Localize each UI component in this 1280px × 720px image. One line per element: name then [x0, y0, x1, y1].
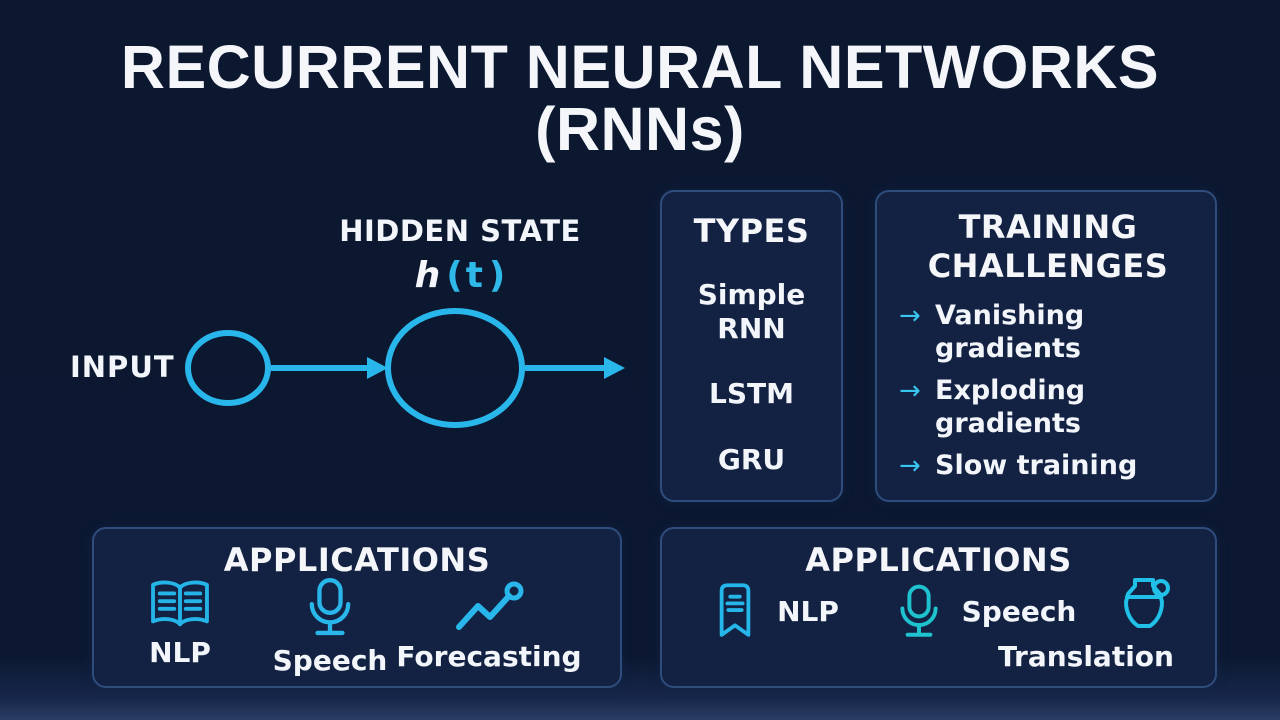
paren-close: ) [488, 255, 506, 296]
list-item: → Exploding gradients [899, 375, 1197, 441]
type-item-gru: GRU [717, 442, 786, 476]
challenge-vanishing-gradients: Vanishing gradients [935, 300, 1085, 364]
hidden-state-formula: h(t) [330, 255, 590, 296]
list-item: → Vanishing gradients [899, 300, 1197, 366]
vase-icon [1124, 578, 1170, 628]
arrow-bullet-icon: → [899, 301, 921, 332]
page-title-line2: (RNNs) [535, 95, 745, 164]
app-label-translation: Translation [998, 640, 1174, 673]
app-label-speech: Speech [272, 644, 388, 677]
types-panel: TYPES Simple RNN LSTM GRU [660, 190, 843, 502]
app-label-nlp: NLP [777, 595, 839, 628]
type-item-lstm: LSTM [709, 377, 794, 411]
arrowhead-2 [604, 357, 625, 379]
challenges-heading: TRAINING CHALLENGES [899, 208, 1197, 286]
state-variable: h [414, 255, 441, 296]
app-label-nlp: NLP [149, 636, 211, 669]
challenge-exploding-gradients: Exploding gradients [935, 374, 1086, 439]
arrow-bullet-icon: → [899, 375, 921, 406]
app-label-forecasting: Forecasting [396, 640, 582, 673]
microphone-icon [309, 578, 351, 636]
list-item: → Slow training [899, 450, 1197, 483]
open-book-icon [151, 580, 209, 627]
microphone-icon [900, 584, 938, 637]
applications-right-heading: APPLICATIONS [805, 541, 1072, 579]
input-label: INPUT [70, 350, 175, 384]
input-node-circle [185, 330, 271, 406]
arrow-bullet-icon: → [899, 450, 921, 481]
page-title-line1: RECURRENT NEURAL NETWORKS [120, 33, 1160, 101]
applications-panel-left: APPLICATIONS NLP Sp [92, 527, 622, 688]
state-time-var: t [465, 255, 483, 296]
document-icon [719, 583, 751, 637]
training-challenges-panel: TRAINING CHALLENGES → Vanishing gradient… [875, 190, 1217, 502]
app-item-forecasting: Forecasting [394, 581, 584, 673]
applications-left-heading: APPLICATIONS [223, 541, 491, 579]
types-heading: TYPES [693, 212, 810, 250]
page-title: RECURRENT NEURAL NETWORKS (RNNs) [0, 33, 1280, 164]
rnn-flow-diagram [185, 308, 625, 428]
challenge-slow-training: Slow training [935, 449, 1138, 481]
challenges-heading-line2: CHALLENGES [927, 247, 1169, 286]
trend-line-icon [456, 581, 524, 630]
challenges-heading-line1: TRAINING [958, 208, 1138, 246]
challenges-list: → Vanishing gradients → Exploding gradie… [899, 300, 1197, 483]
app-item-speech: Speech [273, 577, 387, 677]
hidden-state-circle [385, 308, 525, 428]
paren-open: ( [446, 255, 463, 296]
hidden-state-label: HIDDEN STATE [339, 214, 581, 248]
applications-panel-right: APPLICATIONS NLP Speech [660, 527, 1217, 688]
arrowhead-1 [367, 357, 388, 379]
app-item-nlp: NLP [130, 579, 230, 669]
type-item-simple-rnn: Simple RNN [697, 278, 806, 345]
app-label-speech: Speech [961, 595, 1077, 628]
